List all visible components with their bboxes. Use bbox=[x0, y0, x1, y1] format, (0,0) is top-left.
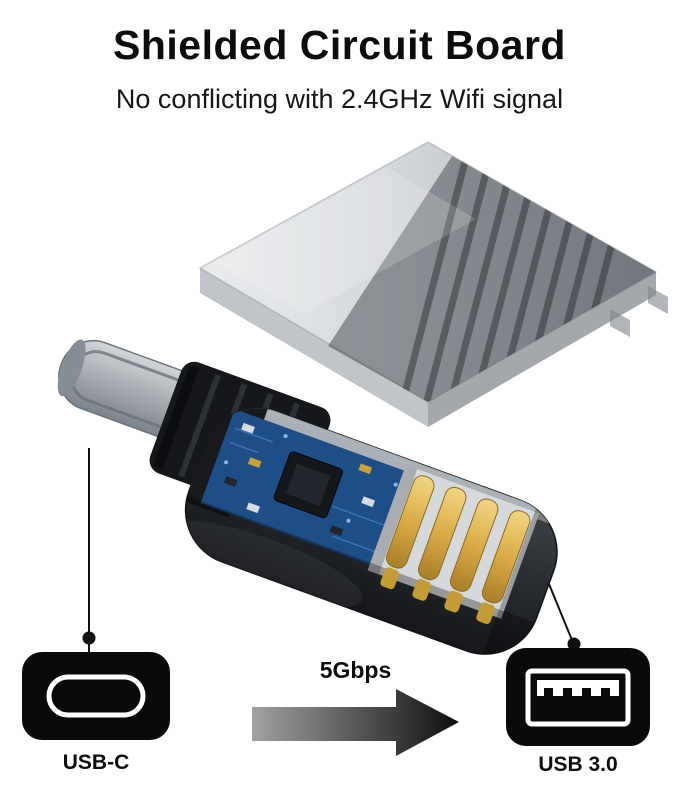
shell-end-shadow bbox=[481, 504, 573, 670]
usb-c-port-icon bbox=[22, 652, 170, 740]
page-title: Shielded Circuit Board bbox=[113, 22, 566, 68]
cover-left-edge bbox=[200, 268, 428, 427]
shield-cover bbox=[198, 141, 668, 427]
gold-contacts bbox=[380, 475, 531, 624]
cover-clip-tab bbox=[610, 309, 630, 337]
plug-tip bbox=[57, 339, 86, 397]
cover-clip-tab bbox=[648, 286, 668, 314]
pcb bbox=[200, 409, 419, 570]
adapter-shell bbox=[170, 392, 573, 670]
shell-reflection bbox=[170, 520, 363, 608]
leader-dot-left bbox=[82, 631, 96, 645]
usb-3-0-label: USB 3.0 bbox=[538, 753, 618, 776]
leader-right bbox=[548, 583, 581, 653]
usb-c-label: USB-C bbox=[62, 751, 130, 774]
speed-label: 5Gbps bbox=[319, 657, 392, 683]
usb-a-port-icon bbox=[506, 648, 650, 746]
shell-lower-shadow bbox=[170, 496, 535, 670]
leader-dot-right bbox=[567, 637, 581, 651]
leader-left bbox=[82, 448, 96, 653]
cover-sheen bbox=[214, 167, 476, 314]
cover-right-edge bbox=[428, 272, 656, 427]
page-subtitle: No conflicting with 2.4GHz Wifi signal bbox=[115, 84, 564, 114]
arrow-right-icon bbox=[252, 689, 459, 756]
